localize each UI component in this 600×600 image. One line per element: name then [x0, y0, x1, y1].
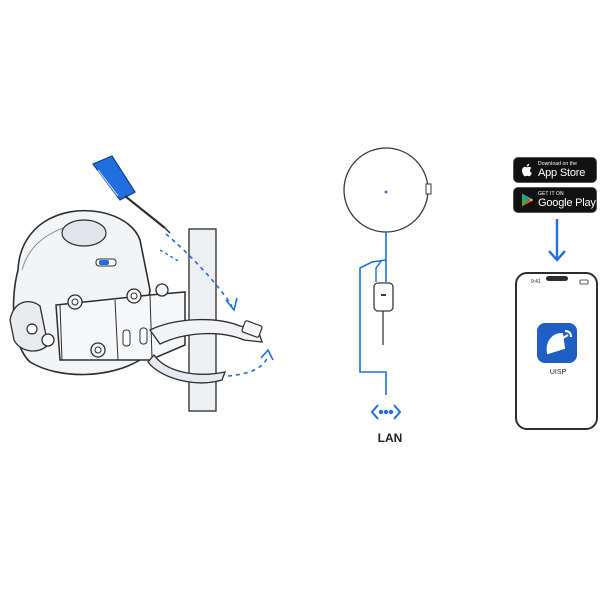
app-store-badge[interactable]: Download on the App Store [513, 157, 597, 183]
bolt [41, 333, 55, 347]
device-dish-front [343, 147, 429, 233]
google-play-small-text: GET IT ON [538, 191, 564, 197]
google-play-badge[interactable]: GET IT ON Google Play [513, 187, 597, 213]
apple-icon [521, 163, 532, 177]
device-connection-diagram [343, 147, 432, 420]
play-triangle-icon [522, 193, 533, 207]
app-store-big-text: App Store [538, 167, 586, 179]
bolt [155, 283, 169, 297]
phone-status-time: 9:41 [531, 279, 541, 285]
pole-mount-illustration [9, 155, 274, 412]
hose-clamp [147, 353, 227, 384]
satellite-dish-icon [546, 330, 572, 355]
dish-top-recess [61, 219, 107, 247]
google-play-big-text: Google Play [538, 197, 596, 209]
dashed-arrow-clamp [227, 354, 269, 377]
screwdriver-icon [92, 155, 171, 234]
smartphone [515, 219, 598, 430]
poe-adapter [373, 282, 394, 312]
lan-label: LAN [377, 431, 403, 445]
network-arrows-icon [370, 404, 402, 420]
uisp-app-label[interactable]: UISP [549, 369, 567, 376]
app-store-small-text: Download on the [538, 161, 578, 167]
dashed-arrow-screwdriver [165, 233, 233, 307]
